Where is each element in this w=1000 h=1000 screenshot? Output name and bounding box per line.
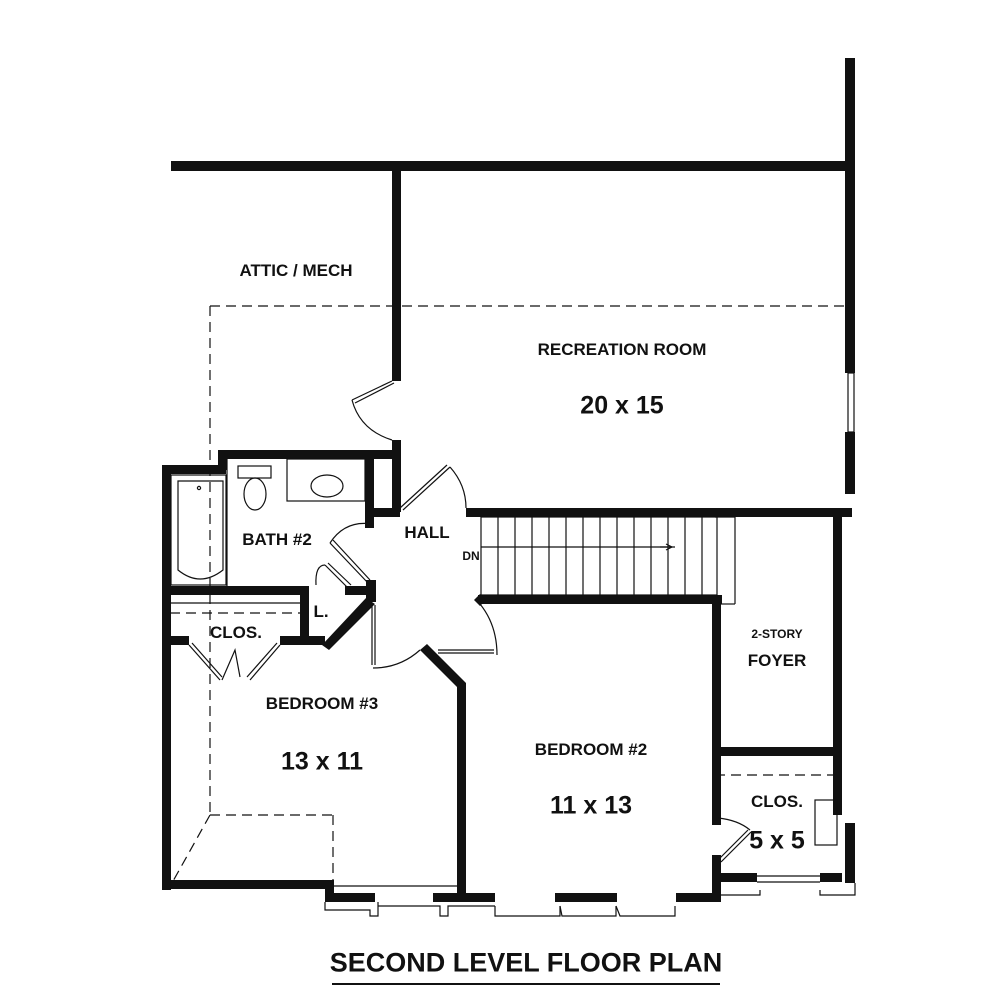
room-label-closet-small: CLOS. xyxy=(751,792,803,811)
room-label-hall: HALL xyxy=(404,523,450,542)
room-label-closet3: CLOS. xyxy=(210,623,262,642)
room-label-bedroom3: BEDROOM #3 xyxy=(265,694,379,713)
room-size-bedroom3: 13 x 11 xyxy=(280,747,364,776)
title-underline xyxy=(332,983,720,985)
room-label-bath2: BATH #2 xyxy=(242,530,312,549)
room-label-attic: ATTIC / MECH xyxy=(239,261,353,280)
plan-title: SECOND LEVEL FLOOR PLAN xyxy=(329,947,723,978)
room-label-recreation: RECREATION ROOM xyxy=(537,340,707,359)
stair-down-label: DN xyxy=(462,549,480,563)
room-label-foyer: FOYER xyxy=(747,651,807,670)
room-size-bedroom2: 11 x 13 xyxy=(549,791,633,820)
room-label-bedroom2: BEDROOM #2 xyxy=(534,740,648,759)
room-label-linen: L. xyxy=(313,602,329,621)
room-size-closet-small: 5 x 5 xyxy=(749,826,805,855)
room-size-recreation: 20 x 15 xyxy=(580,391,664,420)
room-label-foyer-top: 2-STORY xyxy=(751,627,803,641)
